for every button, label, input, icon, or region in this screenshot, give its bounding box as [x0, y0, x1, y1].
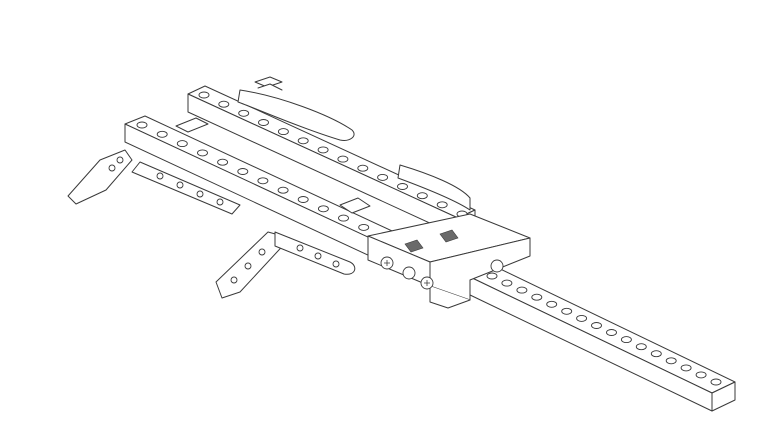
stud-hole [531, 293, 543, 301]
stud-hole [217, 158, 229, 166]
link-arm-front [175, 117, 371, 214]
stud-hole [257, 177, 269, 185]
stud-hole [576, 314, 588, 322]
stud-hole [277, 186, 289, 194]
axle-rod [254, 76, 283, 91]
stud-hole [416, 192, 428, 200]
beam-front-long [467, 264, 736, 412]
stud-hole [237, 168, 249, 175]
stud-hole [176, 140, 188, 148]
stud-hole [546, 300, 558, 308]
liftarm-curved-1 [237, 89, 471, 211]
stud-hole [501, 279, 513, 287]
stud-hole [197, 149, 208, 157]
stud-hole [680, 364, 692, 372]
stud-hole [397, 183, 408, 190]
stud-hole [591, 322, 602, 329]
stud-hole [606, 329, 617, 336]
stud-hole [486, 272, 498, 280]
stud-hole [358, 223, 370, 231]
stud-hole [650, 350, 662, 358]
stud-hole [665, 357, 677, 365]
stud-hole [635, 343, 647, 351]
connector-block [367, 213, 531, 309]
stud-hole [297, 137, 309, 145]
link-arm-left [67, 149, 241, 215]
stud-hole [156, 130, 168, 138]
stud-hole [238, 109, 250, 117]
stud-hole [338, 214, 349, 222]
stud-hole [436, 201, 448, 209]
stud-hole [297, 196, 309, 203]
stud-hole [377, 173, 389, 181]
stud-hole [218, 100, 230, 108]
liftarm-curved-2 [215, 231, 356, 299]
stud-hole [337, 155, 349, 163]
stud-hole [695, 371, 707, 379]
stud-hole [516, 286, 528, 294]
stud-hole [317, 146, 329, 154]
stud-hole [357, 164, 369, 172]
stud-hole [258, 119, 269, 126]
stud-hole [620, 336, 632, 344]
stud-hole [136, 121, 148, 129]
stud-hole [710, 378, 722, 386]
stud-hole [561, 307, 573, 315]
stud-hole [198, 91, 210, 99]
stud-hole [317, 205, 329, 213]
stud-hole [277, 128, 289, 136]
